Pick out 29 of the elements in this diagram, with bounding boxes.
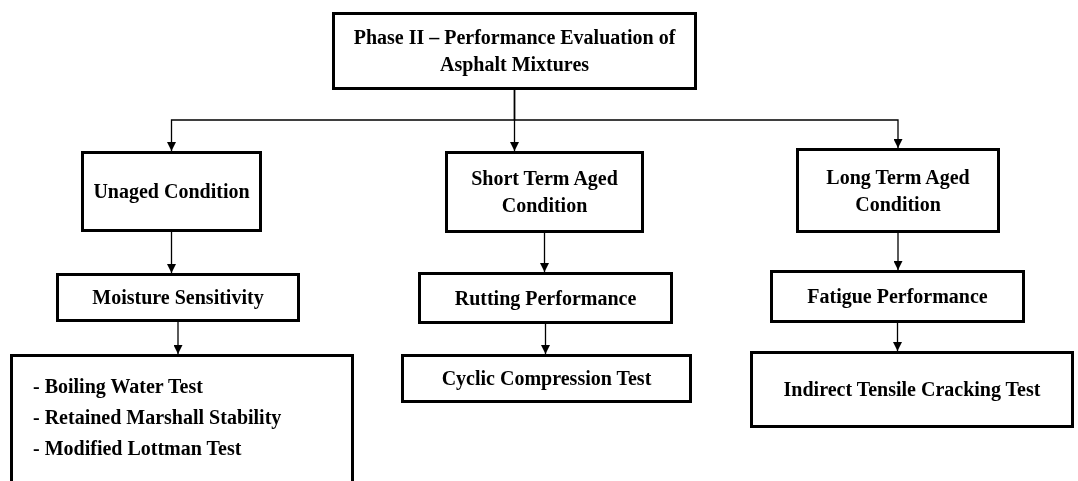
connector-arrow xyxy=(167,231,176,274)
box-label: Rutting Performance xyxy=(454,285,637,312)
list-item: - Modified Lottman Test xyxy=(33,436,242,461)
process-box xyxy=(770,270,1025,323)
process-box xyxy=(418,272,673,324)
process-box xyxy=(56,273,300,322)
connector-arrow xyxy=(541,323,550,355)
process-box xyxy=(332,12,697,90)
process-box xyxy=(81,151,262,232)
list-item: - Boiling Water Test xyxy=(33,374,203,400)
box-label: Unaged Condition xyxy=(93,179,250,205)
list-item: - Retained Marshall Stability xyxy=(33,405,282,431)
process-box xyxy=(796,148,1000,233)
box-label: Long Term Aged Condition xyxy=(825,164,971,217)
box-label: Cyclic Compression Test xyxy=(441,366,652,392)
process-box xyxy=(445,151,644,233)
box-label: Short Term Aged Condition xyxy=(470,166,619,218)
connector-arrow xyxy=(513,89,903,149)
connector-arrow xyxy=(540,232,549,273)
box-label: Fatigue Performance xyxy=(807,284,988,310)
process-box xyxy=(401,354,692,403)
list-box xyxy=(10,354,354,481)
connector-arrow xyxy=(893,322,902,352)
box-label: Moisture Sensitivity xyxy=(92,285,264,311)
connector-arrow xyxy=(893,232,903,271)
box-label: Phase II – Performance Evaluation of Asphalt Mixtures xyxy=(352,25,677,78)
process-box xyxy=(750,351,1074,428)
box-label: Indirect Tensile Cracking Test xyxy=(783,377,1041,403)
connector-arrow xyxy=(173,321,183,355)
